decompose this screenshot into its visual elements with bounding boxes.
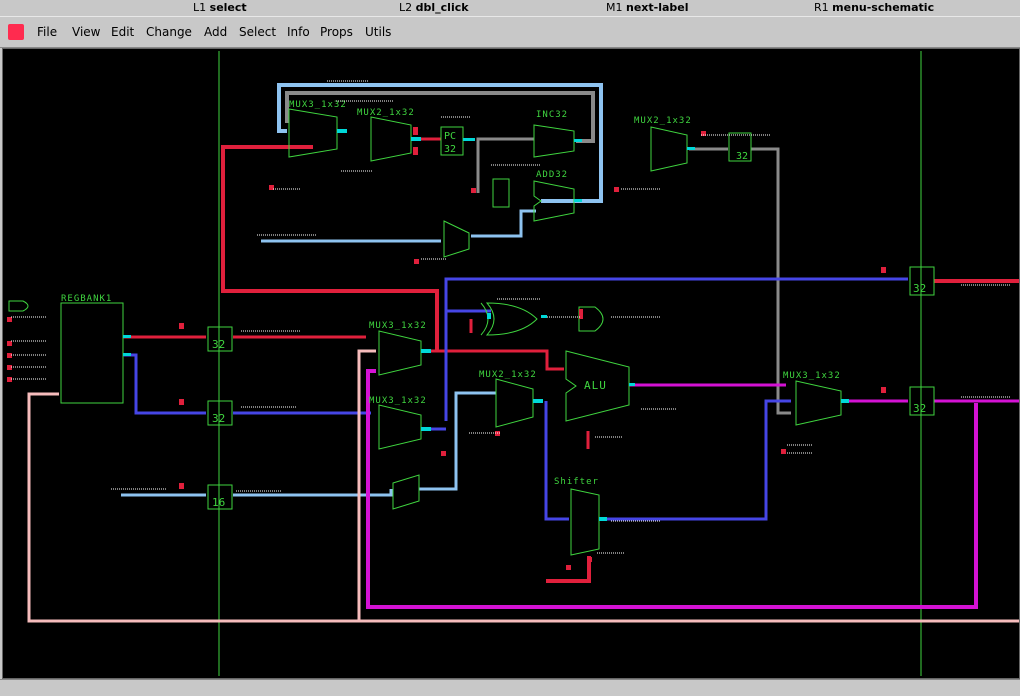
wire-gray-inc — [285, 91, 595, 143]
mux3-center-upper-label: MUX3_1x32 — [369, 321, 427, 331]
mux3-center-upper[interactable]: MUX3_1x32 — [369, 321, 427, 376]
mux3-right-label: MUX3_1x32 — [783, 371, 841, 381]
wire-lightblue-imm — [121, 489, 393, 497]
reg1-width-label: 32 — [212, 338, 225, 351]
menu-file[interactable]: File — [37, 25, 58, 39]
wire-lightblue-top-loop — [277, 83, 603, 203]
status-bar — [0, 679, 1020, 696]
mouse-hint-bar: L1 select L2 dbl_click M1 next-label R1 … — [0, 0, 1020, 16]
mux-small-bottom[interactable] — [392, 474, 420, 510]
register-boxes[interactable]: 32 32 16 32 32 32 — [207, 151, 935, 510]
regbank-label: REGBANK1 — [61, 294, 112, 304]
mux3-right[interactable]: MUX3_1x32 — [783, 371, 842, 426]
mux3-center-lower-label: MUX3_1x32 — [369, 396, 427, 406]
sign-extend-block[interactable] — [443, 220, 470, 258]
mux2-center-label: MUX2_1x32 — [479, 370, 537, 380]
mux3-top-left[interactable]: MUX3_1x32 — [288, 100, 347, 158]
wire-gray-pc-out — [689, 147, 791, 415]
app-icon[interactable] — [8, 24, 24, 40]
schematic-canvas[interactable]: MUX3_1x32 MUX2_1x32 PC 32 INC32 ADD32 MU… — [2, 48, 1020, 679]
reg4-width-label: 32 — [913, 282, 926, 295]
components[interactable]: MUX3_1x32 MUX2_1x32 PC 32 INC32 ADD32 MU… — [8, 100, 935, 556]
and-gate[interactable] — [578, 306, 604, 332]
alu-block[interactable]: ALU — [565, 350, 630, 422]
reg3-width-label: 16 — [212, 496, 225, 509]
mux3-top-left-label: MUX3_1x32 — [289, 100, 347, 110]
wire-lightblue-mux — [419, 391, 496, 491]
page-guides — [218, 51, 922, 676]
menu-edit[interactable]: Edit — [111, 25, 135, 39]
wire-pink-loop — [27, 392, 1019, 623]
menu-bar: File View Edit Change Add Select Info Pr… — [0, 16, 1020, 48]
wire-magenta-loop — [366, 369, 978, 609]
mux2-right-top-label: MUX2_1x32 — [634, 116, 692, 126]
hint-m1: M1 next-label — [606, 1, 689, 14]
wire-pink-mux — [357, 349, 376, 621]
wire-red-shifter — [546, 556, 591, 583]
inc32-block[interactable]: INC32 — [533, 110, 575, 158]
schematic-drawing[interactable]: MUX3_1x32 MUX2_1x32 PC 32 INC32 ADD32 MU… — [3, 49, 1019, 678]
inc32-label: INC32 — [536, 110, 568, 120]
menu-props[interactable]: Props — [320, 25, 353, 39]
menu-view[interactable]: View — [72, 25, 101, 39]
hint-r1: R1 menu-schematic — [814, 1, 935, 14]
wire-gray-add — [476, 137, 534, 193]
pc-label: PC — [444, 131, 456, 142]
menu-change[interactable]: Change — [146, 25, 192, 39]
pc-width-label: 32 — [444, 144, 456, 155]
wire-blue-top — [444, 277, 908, 421]
wire-lightblue-feed — [471, 209, 536, 238]
menu-utils[interactable]: Utils — [365, 25, 392, 39]
add32-label: ADD32 — [536, 170, 568, 180]
mux3-center-lower[interactable]: MUX3_1x32 — [369, 396, 427, 450]
shifter-block[interactable]: Shifter — [554, 477, 600, 556]
mux2-top-label: MUX2_1x32 — [357, 108, 415, 118]
mux2-center[interactable]: MUX2_1x32 — [479, 370, 537, 428]
mux2-right-top[interactable]: MUX2_1x32 32 — [634, 116, 752, 172]
mux2-top[interactable]: MUX2_1x32 — [357, 108, 415, 162]
reg2-width-label: 32 — [212, 412, 225, 425]
alu-label: ALU — [584, 379, 607, 392]
net-name-dashes — [11, 80, 1011, 554]
reg5-width-label: 32 — [913, 402, 926, 415]
wire-blue-shift — [544, 399, 791, 521]
shifter-label: Shifter — [554, 477, 599, 487]
menu-info[interactable]: Info — [287, 25, 310, 39]
add32-block[interactable]: ADD32 — [492, 170, 575, 222]
hint-l2: L2 dbl_click — [399, 1, 469, 14]
menu-add[interactable]: Add — [204, 25, 228, 39]
wire-red-mux — [421, 349, 564, 371]
hint-l1: L1 select — [193, 1, 247, 14]
menu-select[interactable]: Select — [239, 25, 277, 39]
wires[interactable] — [27, 83, 1019, 623]
pin-markers — [123, 129, 849, 521]
wire-red-loop — [221, 145, 439, 351]
svg-text:32: 32 — [736, 151, 748, 162]
